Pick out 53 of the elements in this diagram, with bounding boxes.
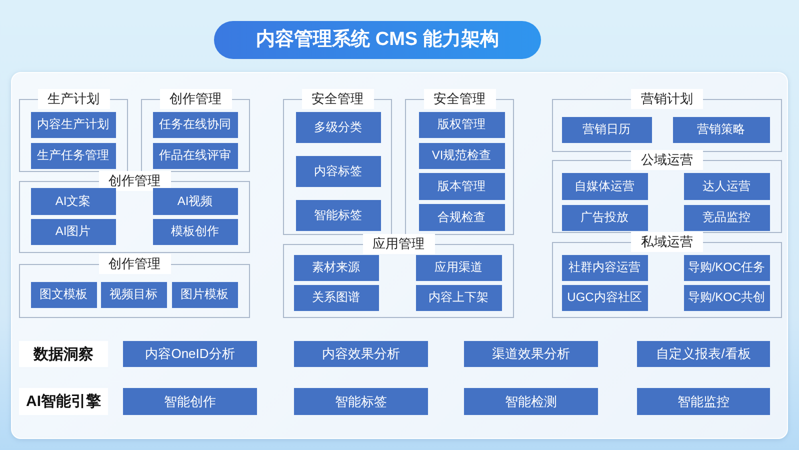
feature-box: 应用渠道: [416, 254, 502, 280]
group-heading: 营销计划: [631, 89, 703, 109]
feature-box: 合规检查: [418, 204, 504, 230]
feature-box: 营销日历: [562, 116, 652, 142]
feature-box: AI图片: [30, 218, 116, 244]
feature-box: 广告投放: [562, 204, 648, 230]
feature-box: 渠道效果分析: [464, 341, 598, 367]
feature-box: 智能标签: [296, 200, 380, 230]
feature-box: 智能监控: [637, 388, 770, 415]
feature-box: UGC内容社区: [562, 284, 648, 310]
feature-box: 营销策略: [672, 116, 770, 142]
group-heading: 创作管理: [160, 89, 232, 109]
feature-box: 生产任务管理: [30, 142, 116, 168]
feature-box: 版本管理: [418, 172, 504, 200]
feature-box: 图文模板: [30, 282, 96, 308]
feature-box: 智能创作: [123, 388, 257, 415]
feature-box: 版权管理: [418, 112, 504, 138]
group-heading: 公域运营: [631, 150, 703, 170]
group-heading: 安全管理: [424, 89, 496, 109]
feature-box: 达人运营: [684, 172, 770, 200]
feature-box: 社群内容运营: [562, 254, 648, 280]
feature-box: 导购/KOC共创: [684, 284, 770, 310]
feature-box: 竞品监控: [684, 204, 770, 230]
feature-box: 模板创作: [152, 218, 238, 244]
group-heading: 创作管理: [98, 254, 170, 274]
feature-box: 内容标签: [296, 156, 380, 186]
feature-box: 内容效果分析: [294, 341, 428, 367]
group-heading: 应用管理: [362, 234, 434, 254]
feature-box: 任务在线协同: [152, 112, 238, 138]
title-banner: 内容管理系统 CMS 能力架构: [214, 21, 541, 59]
feature-box: 多级分类: [296, 112, 380, 142]
feature-box: AI文案: [30, 188, 116, 214]
feature-box: 内容OneID分析: [123, 341, 257, 367]
group-heading: 安全管理: [302, 89, 374, 109]
group-heading: 创作管理: [98, 171, 170, 191]
row-label: AI智能引擎: [19, 388, 108, 415]
feature-box: 图片模板: [172, 282, 238, 308]
group-heading: 私域运营: [631, 232, 703, 252]
feature-box: 智能标签: [294, 388, 428, 415]
feature-box: 素材来源: [294, 254, 378, 280]
feature-box: 作品在线评审: [152, 142, 238, 168]
feature-box: 关系图谱: [294, 284, 378, 310]
feature-box: 自媒体运营: [562, 172, 648, 200]
feature-box: 自定义报表/看板: [637, 341, 770, 367]
feature-box: 视频目标: [100, 282, 166, 308]
group-heading: 生产计划: [38, 89, 110, 109]
feature-box: 智能检测: [464, 388, 598, 415]
feature-box: 导购/KOC任务: [684, 254, 770, 280]
feature-box: 内容上下架: [416, 284, 502, 310]
feature-box: VI规范检查: [418, 142, 504, 168]
row-label: 数据洞察: [19, 341, 108, 367]
feature-box: AI视频: [152, 188, 238, 214]
feature-box: 内容生产计划: [30, 112, 116, 138]
